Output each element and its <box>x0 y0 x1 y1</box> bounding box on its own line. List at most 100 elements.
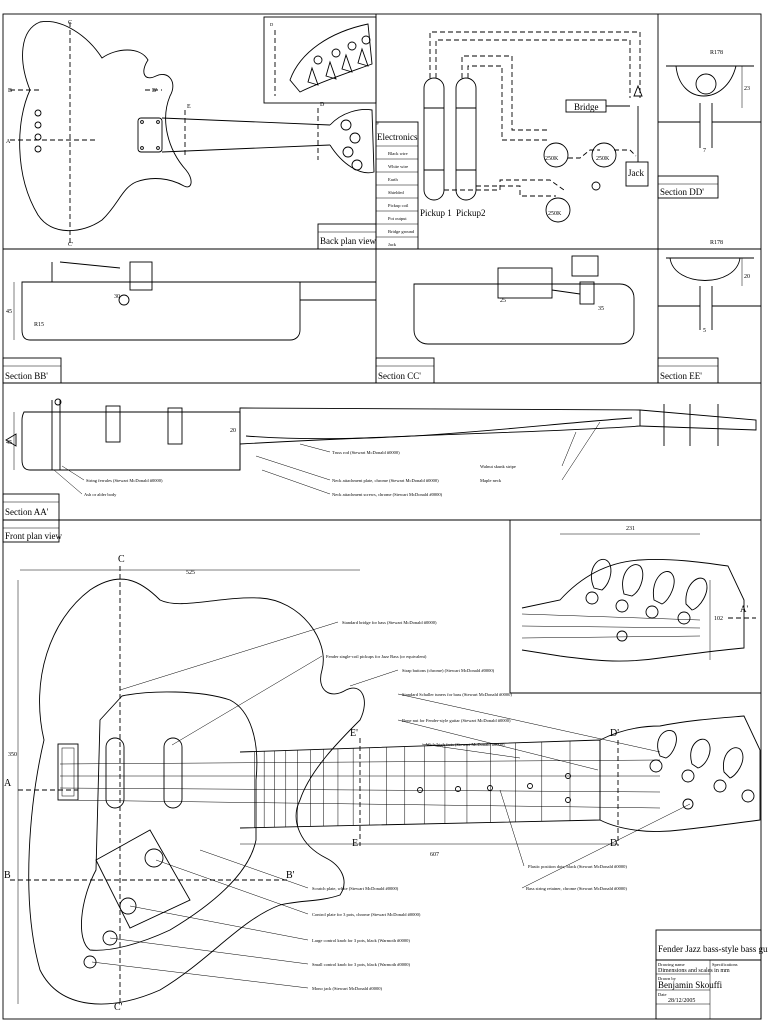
note-neck-plate: Neck attachment plate, chrome (Stewart M… <box>332 478 439 484</box>
dim-20: 20 <box>744 274 750 280</box>
dim-231: 231 <box>626 526 635 532</box>
dim-r15: R15 <box>34 322 44 328</box>
marker-c-prime: C' <box>68 242 73 248</box>
front-callout: Plastic position dots, black (Stewart Mc… <box>528 864 627 870</box>
dim-25: 25 <box>500 298 506 304</box>
front-callout: Control plate for 3 pots, chrome (Stewar… <box>312 912 421 918</box>
legend-entry: Jack <box>388 242 397 247</box>
marker-b-prime: B' <box>152 88 157 94</box>
marker-a-prime: A' <box>740 604 748 614</box>
electronics-title: Electronics <box>377 132 418 142</box>
section-aa: 45 20 Truss rod (Stewart McDonald #0000)… <box>2 398 757 543</box>
marker-a-front: A <box>4 778 12 789</box>
dim-5: 5 <box>703 328 706 334</box>
marker-d-prime-front: D' <box>610 728 619 739</box>
legend-entry: Earth <box>388 177 398 182</box>
marker-e: E <box>187 104 191 110</box>
dim-20-aa: 20 <box>230 428 236 434</box>
date: 28/12/2005 <box>668 998 695 1004</box>
specifications-label: Specifications <box>712 962 738 967</box>
marker-c-prime-front: C' <box>114 1002 123 1013</box>
front-plan-view-label: Front plan view <box>5 531 62 541</box>
jack-label: Jack <box>628 168 644 178</box>
marker-a: A <box>6 139 11 145</box>
headstock-detail: 231 102 A' <box>521 526 756 662</box>
dim-45-bb: 45 <box>6 309 12 315</box>
date-label: Date <box>658 992 667 997</box>
dim-350: 350 <box>8 752 17 758</box>
legend-entry: Bridge ground <box>388 229 415 234</box>
dim-102: 102 <box>714 616 723 622</box>
section-cc: 25 35 Section CC' <box>375 255 635 384</box>
legend-entry: Pickup coil <box>388 203 409 208</box>
section-ee-label: Section EE' <box>660 371 702 381</box>
front-callout: Large control knob for 3 pots, black (Wa… <box>312 938 410 944</box>
note-string-ferrules: String ferrules (Stewart McDonald #0000) <box>86 478 163 483</box>
front-callout: Mono jack (Stewart McDonald #0000) <box>312 986 382 991</box>
marker-d-front: D <box>610 838 617 849</box>
dim-525: 525 <box>186 570 195 576</box>
section-bb: 45 R15 30 Section BB' <box>2 261 376 384</box>
drawing-name-label: Drawing name <box>658 962 685 967</box>
marker-e-prime-front: E' <box>350 728 358 739</box>
section-dd: R178 23 7 Section DD' <box>657 50 761 199</box>
author: Benjamin Skouffi <box>658 980 723 990</box>
frets <box>254 740 601 828</box>
pickup-2-label: Pickup2 <box>456 208 486 218</box>
legend-entry: Pot output <box>388 216 407 221</box>
front-callout: Bass string retainer, chrome (Stewart Mc… <box>526 886 627 892</box>
front-callout: Wide/high frets (Stewart McDonald #0000) <box>426 742 505 747</box>
back-plan-view-label: Back plan view <box>320 236 376 246</box>
dim-r178-top: R178 <box>710 50 723 56</box>
front-callout: Bone nut for Fender-style guitar (Stewar… <box>402 718 511 723</box>
drawing-name: Dimensions and scales in mm <box>658 968 730 974</box>
drawing-frame <box>2 13 762 1020</box>
note-truss-rod: Truss rod (Stewart McDonald #0000) <box>332 450 400 455</box>
front-callout: Fender single-coil pickups for Jazz Bass… <box>326 654 427 659</box>
dim-607: 607 <box>430 852 439 858</box>
section-bb-label: Section BB' <box>5 371 48 381</box>
dim-45-aa: 45 <box>6 440 12 446</box>
dim-23: 23 <box>744 86 750 92</box>
front-view-callouts: Standard bridge for bass (Stewart McDona… <box>91 620 691 991</box>
pot-c-label: 250K <box>548 211 562 217</box>
marker-c: C <box>68 20 72 26</box>
front-callout: Standard Schaller tuners for bass (Stewa… <box>402 692 512 697</box>
legend-entry: Shielded <box>388 190 404 195</box>
note-neck-screws: Neck attachment screws, chrome (Stewart … <box>332 492 443 498</box>
marker-b-front: B <box>4 870 11 881</box>
dim-r178-bottom: R178 <box>710 240 723 246</box>
legend-entry: White wire <box>388 164 408 169</box>
dim-30: 30 <box>114 294 120 300</box>
marker-c-front: C <box>118 554 125 565</box>
note-maple-neck: Maple neck <box>480 478 502 483</box>
marker-b: B <box>8 88 12 94</box>
marker-b-prime-front: B' <box>286 870 295 881</box>
title: Fender Jazz bass-style bass guitar <box>658 944 768 954</box>
svg-text:D: D <box>270 22 274 27</box>
front-callout: Standard bridge for bass (Stewart McDona… <box>342 620 437 625</box>
dim-35: 35 <box>598 306 604 312</box>
marker-e-front: E <box>352 838 358 849</box>
section-ee: R178 20 5 Section EE' <box>657 240 761 384</box>
wiring-diagram: Pickup 1 Pickup2 Bridge Jack 250K 250K 2… <box>420 31 649 223</box>
marker-d: D <box>320 102 325 108</box>
section-aa-label: Section AA' <box>5 507 49 517</box>
title-block: Fender Jazz bass-style bass guitar Drawi… <box>655 929 768 1020</box>
pot-a-label: 250K <box>545 156 559 162</box>
bridge-label: Bridge <box>574 102 599 112</box>
pickup-1-label: Pickup 1 <box>420 208 452 218</box>
pot-b-label: 250K <box>596 156 610 162</box>
section-cc-label: Section CC' <box>378 371 421 381</box>
front-callout: Small control knob for 3 pots, black (Wa… <box>312 962 410 968</box>
front-callout: Scratch plate, white (Stewart McDonald #… <box>312 886 399 892</box>
dim-7: 7 <box>703 148 706 154</box>
front-callout: Strap buttons (chrome) (Stewart McDonald… <box>402 668 495 673</box>
note-body-wood: Ash or alder body <box>84 492 117 497</box>
note-skunk-stripe: Walnut skunk stripe <box>480 464 516 469</box>
drawn-by-label: Drawn by <box>658 976 677 981</box>
legend-entry: Black wire <box>388 151 408 156</box>
